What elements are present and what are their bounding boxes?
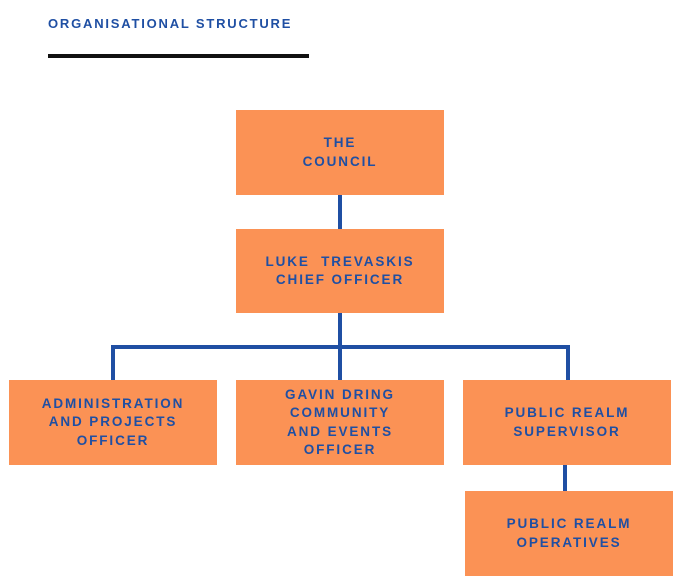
community-events-officer-box: GAVIN DRING COMMUNITY AND EVENTS OFFICER: [236, 380, 444, 465]
council-box: THE COUNCIL: [236, 110, 444, 195]
community-officer-box-line: AND EVENTS: [286, 423, 393, 439]
chief-officer-box-line: CHIEF OFFICER: [275, 272, 405, 287]
community-officer-box-line: OFFICER: [303, 442, 377, 457]
council-box-line: COUNCIL: [302, 153, 378, 169]
connector-horizontal-bar: [111, 345, 570, 349]
public-realm-supervisor-box: PUBLIC REALM SUPERVISOR: [463, 380, 671, 465]
chief-officer-box: LUKE TREVASKIS CHIEF OFFICER: [236, 229, 444, 313]
admin-officer-box-line: AND PROJECTS: [48, 414, 178, 430]
admin-officer-box-line: OFFICER: [76, 432, 150, 448]
public-realm-operatives-box: PUBLIC REALM OPERATIVES: [465, 491, 673, 576]
operatives-box-line: OPERATIVES: [516, 534, 622, 550]
page-title: ORGANISATIONAL STRUCTURE: [48, 16, 293, 31]
supervisor-box-line: SUPERVISOR: [513, 423, 621, 439]
community-officer-box-line: GAVIN DRING: [285, 386, 395, 402]
chief-officer-box-line: LUKE TREVASKIS: [265, 253, 415, 269]
operatives-box-line: PUBLIC REALM: [506, 516, 632, 531]
council-box-line: THE: [323, 135, 357, 150]
connector-council-chief: [338, 195, 342, 229]
supervisor-box-line: PUBLIC REALM: [504, 405, 630, 420]
admin-officer-box: ADMINISTRATION AND PROJECTS OFFICER: [9, 380, 217, 465]
connector-to-supervisor: [566, 345, 570, 380]
connector-supervisor-operatives: [563, 465, 567, 491]
community-officer-box-line: COMMUNITY: [289, 405, 391, 420]
admin-officer-box-line: ADMINISTRATION: [41, 395, 185, 411]
title-underline: [48, 54, 309, 58]
connector-to-admin: [111, 345, 115, 380]
